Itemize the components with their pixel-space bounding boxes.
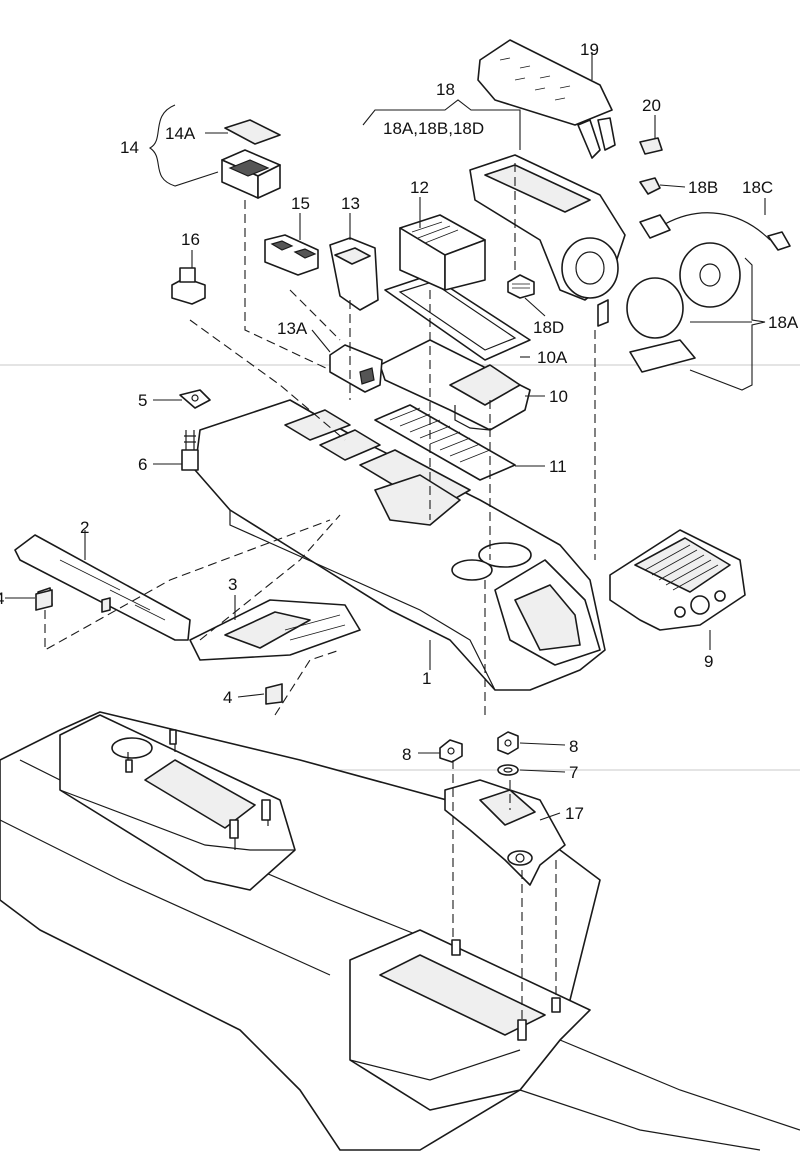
- callout-10: 10: [549, 387, 568, 406]
- cable-18c: [639, 212, 791, 251]
- callout-18: 18: [436, 80, 455, 99]
- storage-box-12: [399, 214, 486, 291]
- center-console-body: [194, 399, 606, 691]
- nut-8-left: [439, 739, 463, 763]
- callout-10a: 10A: [537, 348, 568, 367]
- frame-10a: [384, 274, 531, 361]
- callout-11: 11: [549, 457, 567, 476]
- clip-4-left: [35, 589, 53, 611]
- mount-bracket-17: [444, 779, 566, 886]
- callout-18-sub: 18A,18B,18D: [383, 119, 484, 138]
- hinge-assembly-18a: [626, 242, 741, 373]
- callout-8-right: 8: [569, 737, 578, 756]
- bracket-5: [179, 389, 211, 409]
- callout-17: 17: [565, 804, 584, 823]
- plug-16: [171, 267, 206, 305]
- bracket-13: [329, 237, 379, 311]
- callout-6: 6: [138, 455, 147, 474]
- air-vent-9: [609, 529, 746, 631]
- assembly-lines: [44, 160, 596, 1020]
- nut-8-right: [497, 731, 519, 755]
- cover-14a: [224, 119, 281, 145]
- washer-7: [497, 764, 519, 776]
- part-18d: [507, 274, 535, 299]
- callout-16: 16: [181, 230, 200, 249]
- ashtray-14: [221, 149, 281, 199]
- callout-1: 1: [422, 669, 431, 688]
- clip-20: [639, 137, 663, 155]
- callout-labels: 1 2 3 4 4 5 6 7 8 8 9 10 10A 11 12 13 13…: [0, 40, 799, 823]
- switch-15: [264, 234, 319, 276]
- trim-panel-3: [189, 599, 361, 661]
- callout-12: 12: [410, 178, 429, 197]
- bolt-6: [181, 430, 199, 471]
- grille-11: [374, 404, 516, 481]
- callout-4-lower: 4: [223, 688, 232, 707]
- callout-18b: 18B: [688, 178, 718, 197]
- callout-18d: 18D: [533, 318, 564, 337]
- bracket-13a: [329, 344, 383, 393]
- callout-2: 2: [80, 518, 89, 537]
- mount-studs: [125, 729, 561, 1041]
- leader-lines: [5, 52, 766, 821]
- rear-console-mount: [349, 929, 591, 1111]
- callout-19: 19: [580, 40, 599, 59]
- callout-18a: 18A: [768, 313, 799, 332]
- callout-14a: 14A: [165, 124, 196, 143]
- part-18b: [639, 177, 661, 195]
- callout-7: 7: [569, 763, 578, 782]
- callout-18c: 18C: [742, 178, 773, 197]
- callout-5: 5: [138, 391, 147, 410]
- callout-15: 15: [291, 194, 310, 213]
- callout-8-left: 8: [402, 745, 411, 764]
- insert-10: [379, 339, 531, 431]
- armrest-lid-19: [477, 39, 616, 159]
- callout-3: 3: [228, 575, 237, 594]
- front-console-mount: [59, 714, 296, 891]
- clip-4-lower: [265, 683, 283, 705]
- callout-4-left: 4: [0, 589, 4, 608]
- callout-14: 14: [120, 138, 139, 157]
- armrest-18: [469, 154, 626, 327]
- trim-strip-2: [14, 534, 191, 641]
- callout-13a: 13A: [277, 319, 308, 338]
- callout-13: 13: [341, 194, 360, 213]
- callout-9: 9: [704, 652, 713, 671]
- callout-20: 20: [642, 96, 661, 115]
